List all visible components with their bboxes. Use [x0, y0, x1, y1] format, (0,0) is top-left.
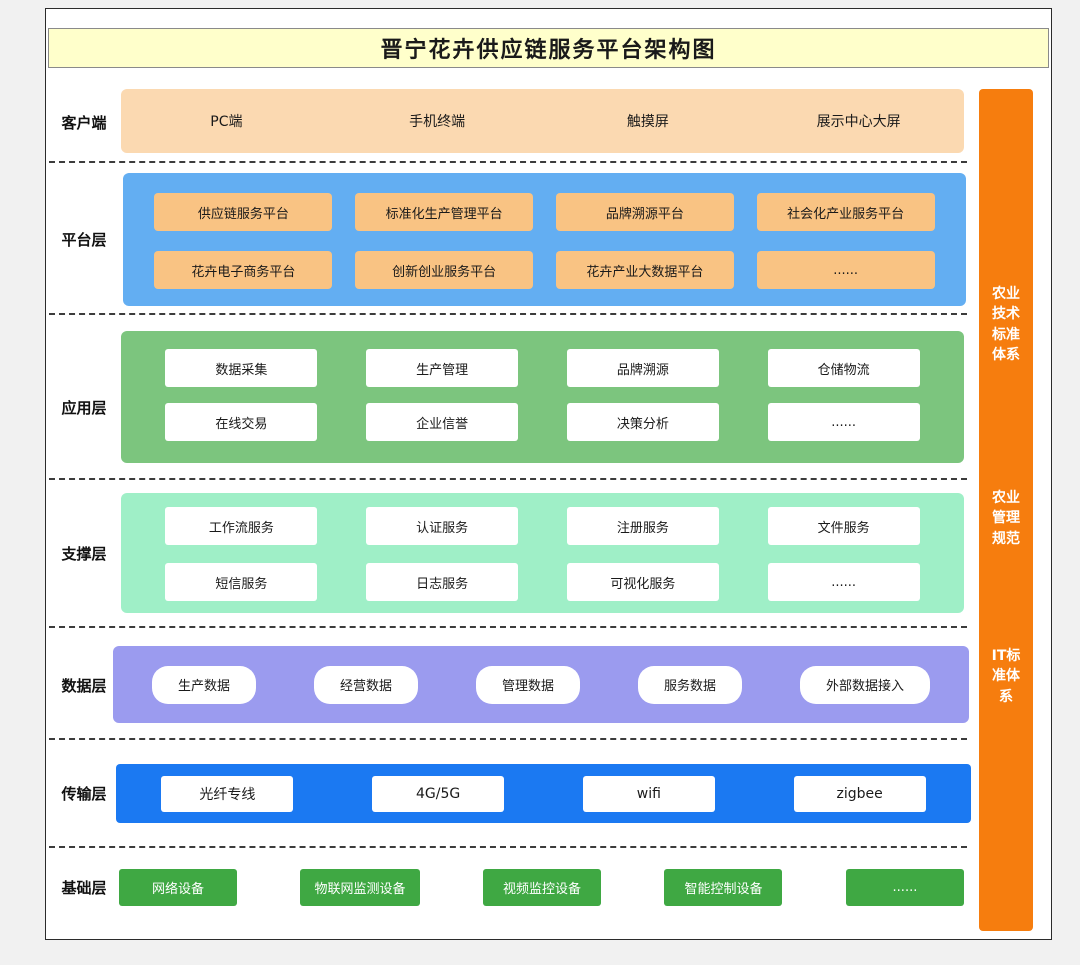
standards-section-label: 农业管理规范 — [992, 490, 1020, 547]
data-box: 经营数据 — [313, 665, 418, 704]
transport-box: 光纤专线 — [161, 775, 294, 812]
standards-sidebar: 农业技术标准体系 农业管理规范 IT标准体系 — [979, 89, 1033, 931]
standards-section-it: IT标准体系 — [979, 646, 1033, 707]
support-box: 注册服务 — [566, 507, 719, 545]
standards-section-label: 农业技术标准体系 — [992, 286, 1020, 363]
infrastructure-box: 物联网监测设备 — [300, 869, 420, 906]
platform-box: 供应链服务平台 — [154, 193, 333, 231]
layer-separator — [49, 161, 967, 163]
layer-separator — [49, 738, 967, 740]
layer-label-platform: 平台层 — [61, 231, 107, 249]
client-item: PC端 — [210, 114, 243, 130]
application-box: ...... — [767, 403, 920, 441]
infrastructure-box: ...... — [845, 869, 964, 906]
platform-box: 花卉电子商务平台 — [154, 251, 333, 289]
platform-box: 花卉产业大数据平台 — [555, 251, 734, 289]
layer-label-application: 应用层 — [61, 399, 107, 417]
standards-section-label: IT标准体系 — [991, 648, 1021, 705]
platform-band: 供应链服务平台 标准化生产管理平台 品牌溯源平台 社会化产业服务平台 花卉电子商… — [123, 173, 966, 306]
support-box: ...... — [767, 563, 920, 601]
layer-label-client: 客户端 — [61, 114, 107, 132]
client-item: 手机终端 — [409, 114, 466, 130]
platform-box: 标准化生产管理平台 — [355, 193, 534, 231]
infrastructure-box: 智能控制设备 — [664, 869, 783, 906]
support-box: 日志服务 — [366, 563, 519, 601]
diagram-title-bar: 晋宁花卉供应链服务平台架构图 — [48, 28, 1049, 68]
layer-label-data: 数据层 — [61, 677, 107, 695]
transport-box: wifi — [582, 775, 715, 812]
application-box: 决策分析 — [566, 403, 719, 441]
layer-label-transport: 传输层 — [61, 785, 107, 803]
support-box: 认证服务 — [366, 507, 519, 545]
data-box: 生产数据 — [151, 665, 256, 704]
support-box: 可视化服务 — [566, 563, 719, 601]
client-item: 触摸屏 — [626, 114, 669, 130]
page-title: 晋宁花卉供应链服务平台架构图 — [380, 38, 717, 63]
standards-section-agri-mgmt: 农业管理规范 — [979, 488, 1033, 549]
support-box: 短信服务 — [165, 563, 318, 601]
data-box: 服务数据 — [637, 665, 742, 704]
platform-box: 品牌溯源平台 — [555, 193, 734, 231]
application-box: 生产管理 — [366, 349, 519, 387]
standards-section-agri-tech: 农业技术标准体系 — [979, 284, 1033, 365]
data-box: 管理数据 — [475, 665, 580, 704]
transport-box: 4G/5G — [372, 775, 505, 812]
client-item: 展示中心大屏 — [816, 114, 901, 130]
diagram-page: 晋宁花卉供应链服务平台架构图 客户端 平台层 应用层 支撑层 数据层 传输层 基… — [45, 8, 1052, 940]
support-box: 工作流服务 — [165, 507, 318, 545]
application-box: 在线交易 — [165, 403, 318, 441]
infrastructure-row: 网络设备 物联网监测设备 视频监控设备 智能控制设备 ...... — [119, 869, 964, 906]
data-band: 生产数据 经营数据 管理数据 服务数据 外部数据接入 — [113, 646, 969, 723]
layer-separator — [49, 478, 967, 480]
layer-separator — [49, 313, 967, 315]
client-band: PC端 手机终端 触摸屏 展示中心大屏 — [121, 89, 964, 153]
layer-separator — [49, 846, 967, 848]
application-box: 数据采集 — [165, 349, 318, 387]
layer-label-infrastructure: 基础层 — [61, 879, 107, 897]
application-box: 品牌溯源 — [566, 349, 719, 387]
infrastructure-box: 网络设备 — [119, 869, 237, 906]
application-box: 企业信誉 — [366, 403, 519, 441]
layer-separator — [49, 626, 967, 628]
support-box: 文件服务 — [767, 507, 920, 545]
layer-label-support: 支撑层 — [61, 545, 107, 563]
data-box: 外部数据接入 — [799, 665, 930, 704]
application-band: 数据采集 生产管理 品牌溯源 仓储物流 在线交易 企业信誉 决策分析 .....… — [121, 331, 964, 463]
platform-box: 创新创业服务平台 — [355, 251, 534, 289]
infrastructure-box: 视频监控设备 — [482, 869, 601, 906]
transport-band: 光纤专线 4G/5G wifi zigbee — [116, 764, 971, 823]
application-box: 仓储物流 — [767, 349, 920, 387]
support-band: 工作流服务 认证服务 注册服务 文件服务 短信服务 日志服务 可视化服务 ...… — [121, 493, 964, 613]
transport-box: zigbee — [793, 775, 926, 812]
platform-box: ...... — [756, 251, 935, 289]
platform-box: 社会化产业服务平台 — [756, 193, 935, 231]
